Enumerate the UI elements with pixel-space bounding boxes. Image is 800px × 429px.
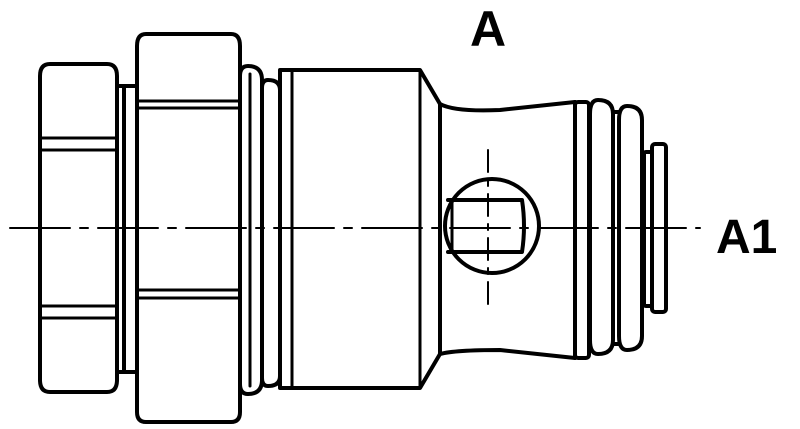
port-a-label: A [470, 1, 507, 57]
centerline [9, 149, 701, 306]
port-a1-label: A1 [716, 211, 778, 264]
oring-grooves [573, 98, 644, 360]
port-hole [443, 177, 541, 275]
cartridge-nose [438, 100, 577, 360]
left-hex-nut [38, 62, 119, 394]
small-ring [260, 78, 282, 388]
sealing-washer [238, 64, 264, 396]
main-hex-body [135, 32, 242, 424]
